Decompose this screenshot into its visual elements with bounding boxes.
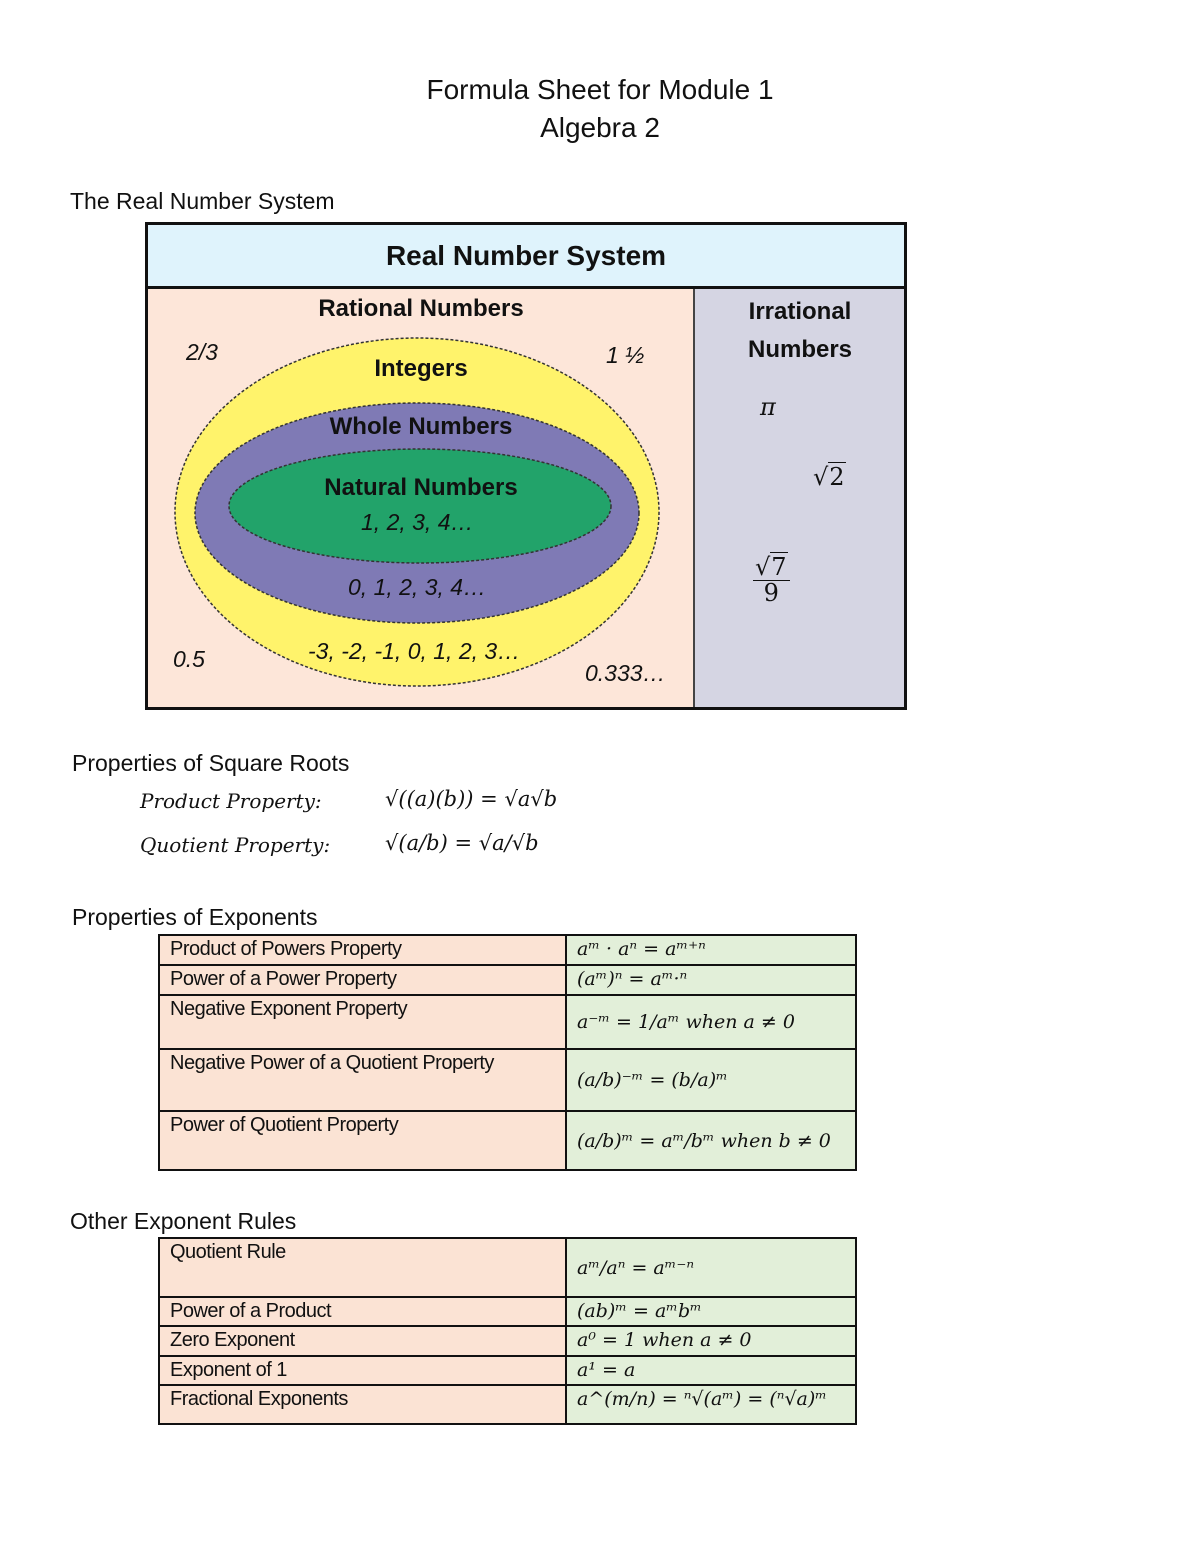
diagram-title: Real Number System: [148, 225, 904, 289]
section-real-number-system: The Real Number System: [70, 188, 335, 214]
nested-ellipses: [174, 337, 660, 687]
product-property-formula: √((a)(b)) = √a√b: [385, 787, 558, 811]
section-square-roots: Properties of Square Roots: [72, 750, 350, 776]
property-formula: (aᵐ)ⁿ = aᵐ·ⁿ: [565, 964, 857, 996]
rule-formula: a⁰ = 1 when a ≠ 0: [565, 1325, 857, 1357]
irrational-label: Irrational: [748, 298, 852, 325]
quotient-property-label: Quotient Property:: [140, 833, 331, 857]
property-formula: (a/b)⁻ᵐ = (b/a)ᵐ: [565, 1048, 857, 1112]
natural-examples: 1, 2, 3, 4…: [361, 509, 474, 535]
section-exponents: Properties of Exponents: [72, 904, 318, 930]
rational-example: 0.5: [173, 646, 205, 672]
property-formula: aᵐ · aⁿ = aᵐ⁺ⁿ: [565, 934, 857, 966]
property-formula: a⁻ᵐ = 1/aᵐ when a ≠ 0: [565, 994, 857, 1050]
property-formula: (a/b)ᵐ = aᵐ/bᵐ when b ≠ 0: [565, 1110, 857, 1171]
rational-example: 1 ½: [606, 342, 645, 368]
whole-numbers-label: Whole Numbers: [329, 413, 513, 440]
table-row: Negative Power of a Quotient Property(a/…: [158, 1048, 857, 1112]
property-name: Negative Power of a Quotient Property: [158, 1048, 567, 1112]
natural-numbers-label: Natural Numbers: [324, 474, 518, 501]
rule-formula: aᵐ/aⁿ = aᵐ⁻ⁿ: [565, 1237, 857, 1298]
rational-example: 0.333…: [585, 660, 666, 686]
rational-label: Rational Numbers: [318, 295, 524, 322]
pi-example: π: [760, 393, 776, 421]
sqrt2-example: √2: [813, 462, 846, 491]
real-number-system-diagram: Real Number System Rational Numbers Inte…: [145, 222, 907, 710]
irrational-region: [693, 289, 904, 707]
natural-numbers-ellipse: [228, 448, 612, 564]
rule-name: Fractional Exponents: [158, 1384, 567, 1425]
property-name: Product of Powers Property: [158, 934, 567, 966]
rule-formula: a¹ = a: [565, 1355, 857, 1386]
rule-name: Exponent of 1: [158, 1355, 567, 1386]
page-subtitle: Algebra 2: [540, 112, 660, 143]
whole-examples: 0, 1, 2, 3, 4…: [348, 574, 487, 600]
table-row: Power of Quotient Property(a/b)ᵐ = aᵐ/bᵐ…: [158, 1110, 857, 1171]
rule-name: Power of a Product: [158, 1296, 567, 1327]
property-name: Power of a Power Property: [158, 964, 567, 996]
rule-formula: a^(m/n) = ⁿ√(aᵐ) = (ⁿ√a)ᵐ: [565, 1384, 857, 1425]
page-title: Formula Sheet for Module 1: [426, 74, 774, 105]
rational-example: 2/3: [186, 339, 218, 365]
rule-name: Quotient Rule: [158, 1237, 567, 1298]
integers-label: Integers: [374, 355, 468, 382]
integer-examples: -3, -2, -1, 0, 1, 2, 3…: [308, 638, 521, 664]
property-name: Power of Quotient Property: [158, 1110, 567, 1171]
table-row: Power of a Product(ab)ᵐ = aᵐbᵐ: [158, 1296, 857, 1327]
product-property-label: Product Property:: [140, 789, 322, 813]
irrational-label: Numbers: [747, 336, 853, 363]
section-other-rules: Other Exponent Rules: [70, 1208, 297, 1234]
rule-name: Zero Exponent: [158, 1325, 567, 1357]
table-row: Power of a Power Property(aᵐ)ⁿ = aᵐ·ⁿ: [158, 964, 857, 996]
rule-formula: (ab)ᵐ = aᵐbᵐ: [565, 1296, 857, 1327]
property-name: Negative Exponent Property: [158, 994, 567, 1050]
quotient-property-formula: √(a/b) = √a/√b: [385, 831, 539, 855]
